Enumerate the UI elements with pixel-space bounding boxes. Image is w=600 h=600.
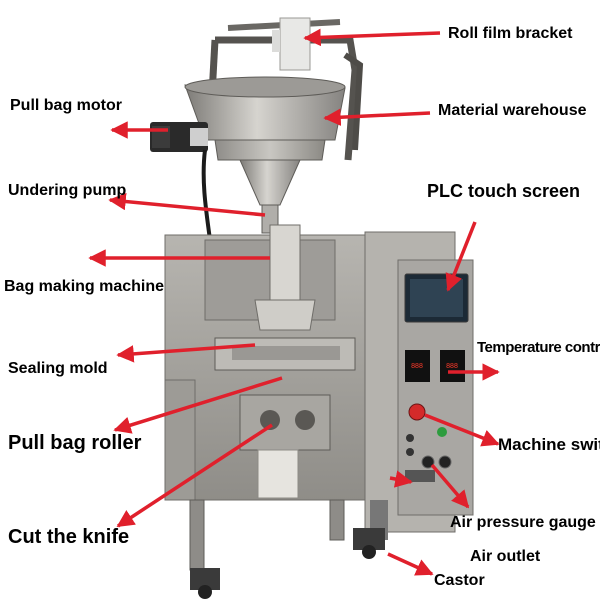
arrow-castor [387, 552, 434, 576]
label-pull-bag-roller: Pull bag roller [8, 432, 142, 454]
arrow-plc-touch-screen [445, 221, 477, 292]
arrow-cut-the-knife [116, 423, 273, 528]
label-plc-touch-screen: PLC touch screen [427, 181, 581, 201]
label-air-pressure-gauge: Air pressure gauge [450, 514, 596, 531]
label-sealing-mold: Sealing mold [8, 360, 108, 377]
label-material-warehouse: Material warehouse [438, 102, 587, 119]
arrow-air-pressure-gauge [430, 463, 470, 509]
main-cabinet [164, 224, 366, 501]
label-roll-film-bracket: Roll film bracket [448, 25, 573, 42]
label-air-outlet: Air outlet [470, 548, 541, 565]
arrow-machine-switch [424, 413, 500, 447]
svg-text:888: 888 [411, 363, 423, 370]
arrow-material-warehouse [323, 108, 431, 126]
label-castor: Castor [434, 572, 485, 589]
label-temperature-controller: Temperature controller [477, 339, 600, 356]
label-bag-making-machine: Bag making machine [4, 278, 165, 295]
arrow-undering-pump [108, 192, 266, 217]
label-machine-switch: Machine switch [498, 435, 600, 454]
label-cut-the-knife: Cut the knife [8, 526, 130, 548]
legs-and-castors [189, 499, 385, 599]
label-pull-bag-motor: Pull bag motor [10, 97, 122, 114]
arrow-roll-film-bracket [303, 28, 441, 47]
arrow-pull-bag-roller [113, 376, 283, 434]
hopper [184, 76, 346, 234]
arrow-sealing-mold [116, 343, 256, 363]
callout-arrows [88, 28, 500, 576]
label-undering-pump: Undering pump [8, 182, 127, 199]
svg-text:888: 888 [446, 363, 458, 370]
arrow-air-outlet [389, 470, 413, 488]
